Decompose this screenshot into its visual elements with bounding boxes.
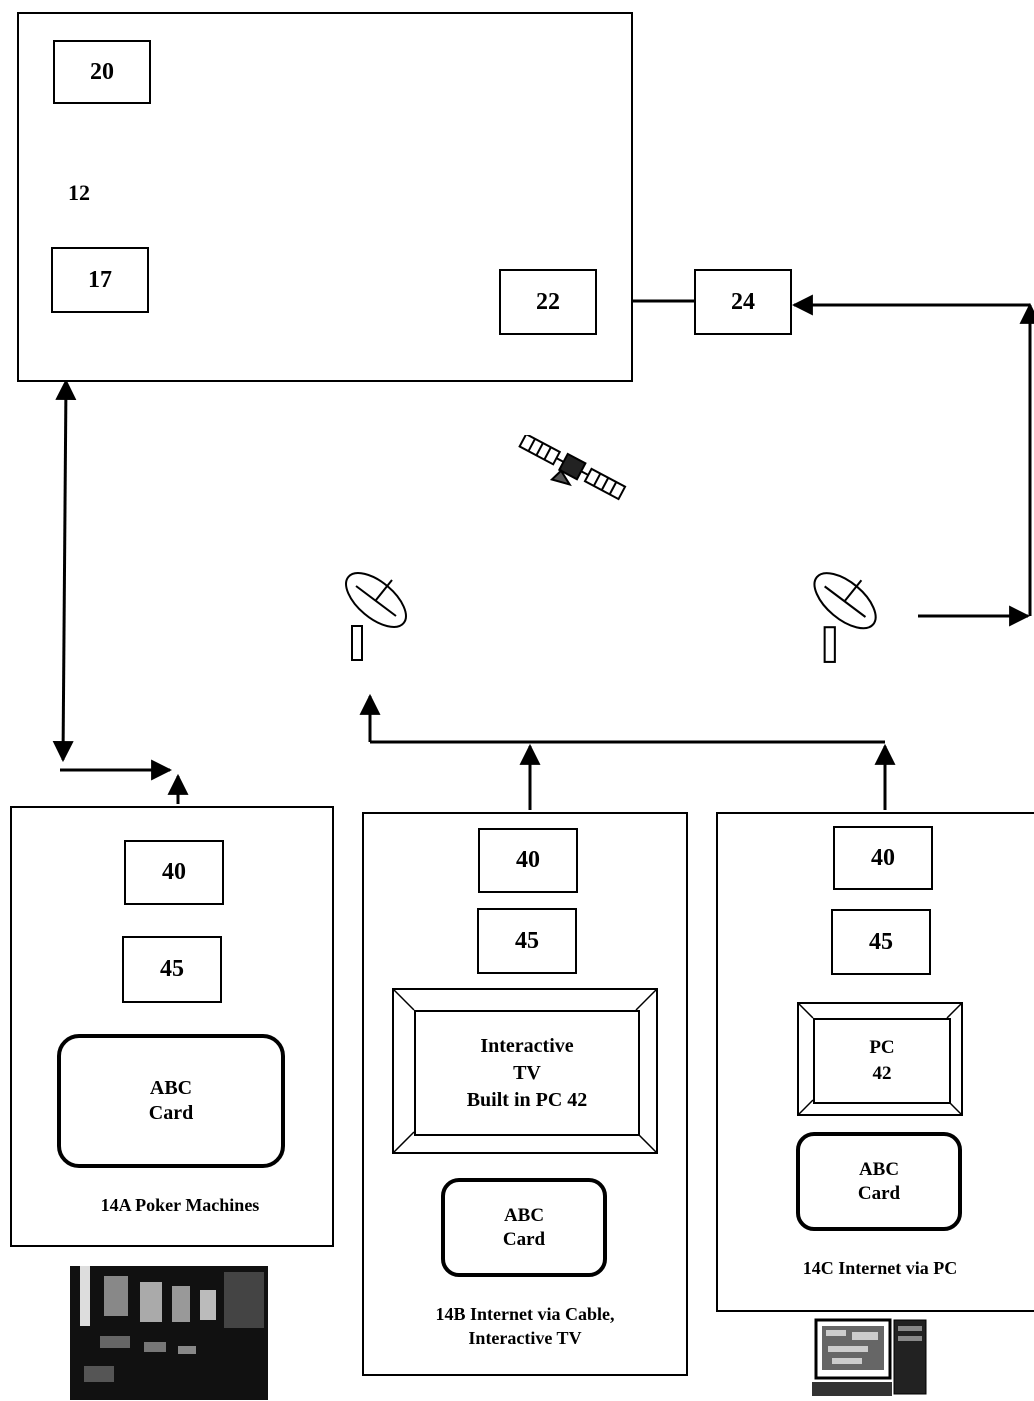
card-line-1: ABC (858, 1158, 900, 1180)
caption-line-1: 14B Internet via Cable, (435, 1304, 615, 1324)
card-line-2: Card (502, 1228, 546, 1250)
site-14a-box-45: 45 (122, 936, 222, 1003)
card-line-1: ABC (503, 1204, 545, 1226)
site-14b-caption: 14B Internet via Cable, Interactive TV (372, 1302, 678, 1351)
satellite-dish-left-icon (345, 572, 407, 661)
box-20: 20 (53, 40, 151, 104)
pc-line-2: 42 (872, 1063, 892, 1084)
tv-line-3: Built in PC 42 (466, 1088, 588, 1111)
central-system-label: 12 (68, 180, 90, 205)
link-12-14a (52, 378, 77, 763)
box-24: 24 (694, 269, 792, 335)
satellite-dish-right-icon (813, 572, 877, 663)
card-line-1: ABC (149, 1077, 193, 1099)
desktop-computer-photo (812, 1318, 927, 1396)
card-line-2: Card (148, 1102, 194, 1124)
site-14c-abc-card: ABC Card (796, 1132, 962, 1231)
site-14c-caption: 14C Internet via PC (802, 1258, 958, 1278)
box-17: 17 (51, 247, 149, 313)
box-22: 22 (499, 269, 597, 335)
site-14c-box-40: 40 (833, 826, 933, 890)
site-14a-abc-card: ABC Card (57, 1034, 285, 1168)
site-14c-pc: PC 42 (797, 1002, 963, 1116)
site-14a-box-40: 40 (124, 840, 224, 905)
slot-machines-photo (70, 1266, 268, 1400)
pc-line-1: PC (869, 1037, 895, 1059)
satellite-icon (518, 435, 627, 501)
site-14b-interactive-tv: Interactive TV Built in PC 42 (392, 988, 658, 1154)
site-14b-abc-card: ABC Card (441, 1178, 607, 1277)
site-14b-box-40: 40 (478, 828, 578, 893)
tv-line-1: Interactive (480, 1034, 574, 1057)
site-14c-box-45: 45 (831, 909, 931, 975)
caption-line-2: Interactive TV (468, 1328, 582, 1349)
tv-line-2: TV (513, 1061, 541, 1084)
site-14a-caption: 14A Poker Machines (100, 1195, 260, 1215)
site-14b-box-45: 45 (477, 908, 577, 974)
card-line-2: Card (857, 1182, 901, 1204)
